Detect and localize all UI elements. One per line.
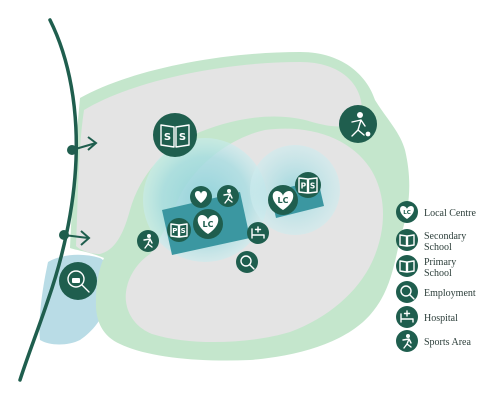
secondary-school-icon: S S (153, 113, 197, 157)
secondary-school-text-a: S (164, 132, 171, 143)
primary-school-west-text-b: S (181, 227, 186, 235)
primary-school-west-text-a: P (172, 227, 177, 235)
hospital-icon-map (247, 222, 269, 244)
legend: LC Local Centre Secondary School Primary… (396, 201, 476, 352)
access-arrow-north (67, 136, 98, 155)
sports-area-icon-small-centre (217, 185, 239, 207)
employment-legend-icon (396, 281, 418, 303)
primary-school-icon-west: P S (167, 218, 191, 242)
secondary-school-text-b: S (179, 132, 186, 143)
sports-area-icon-small-west (137, 230, 159, 252)
legend-local-centre-glyph: LC (403, 210, 411, 216)
legend-item-local-centre: LC Local Centre (396, 201, 476, 223)
legend-label-hospital: Hospital (424, 313, 458, 324)
primary-school-east-text-a: P (301, 182, 307, 191)
legend-item-sports-area: Sports Area (396, 330, 472, 352)
legend-label-employment: Employment (424, 288, 476, 299)
sports-area-icon (339, 105, 377, 143)
main-road (18, 18, 79, 382)
employment-icon-large (59, 262, 97, 300)
access-arrow-south (59, 230, 91, 246)
sports-area-legend-icon (396, 330, 418, 352)
legend-item-hospital: Hospital (396, 306, 458, 328)
local-centre-icon-west: LC (193, 209, 223, 239)
legend-item-employment: Employment (396, 281, 476, 303)
legend-label-sports-area: Sports Area (424, 337, 472, 348)
local-centre-west-text: LC (203, 220, 214, 229)
local-centre-icon-east: LC (268, 185, 298, 215)
hospital-heart-icon (190, 186, 212, 208)
local-centre-east-text: LC (278, 196, 289, 205)
hospital-legend-icon (396, 306, 418, 328)
employment-icon-small (236, 251, 258, 273)
legend-item-secondary-school: Secondary School (396, 229, 466, 253)
legend-label-primary-school-line2: School (424, 268, 452, 279)
legend-item-primary-school: Primary School (396, 255, 456, 279)
development-plot-grey (76, 62, 362, 254)
legend-label-primary-school-line1: Primary (424, 257, 456, 268)
legend-label-local-centre: Local Centre (424, 208, 476, 219)
legend-label-secondary-school-line2: School (424, 242, 452, 253)
primary-school-icon-east: P S (295, 172, 321, 198)
legend-label-secondary-school-line1: Secondary (424, 231, 466, 242)
primary-school-east-text-b: S (310, 182, 315, 191)
